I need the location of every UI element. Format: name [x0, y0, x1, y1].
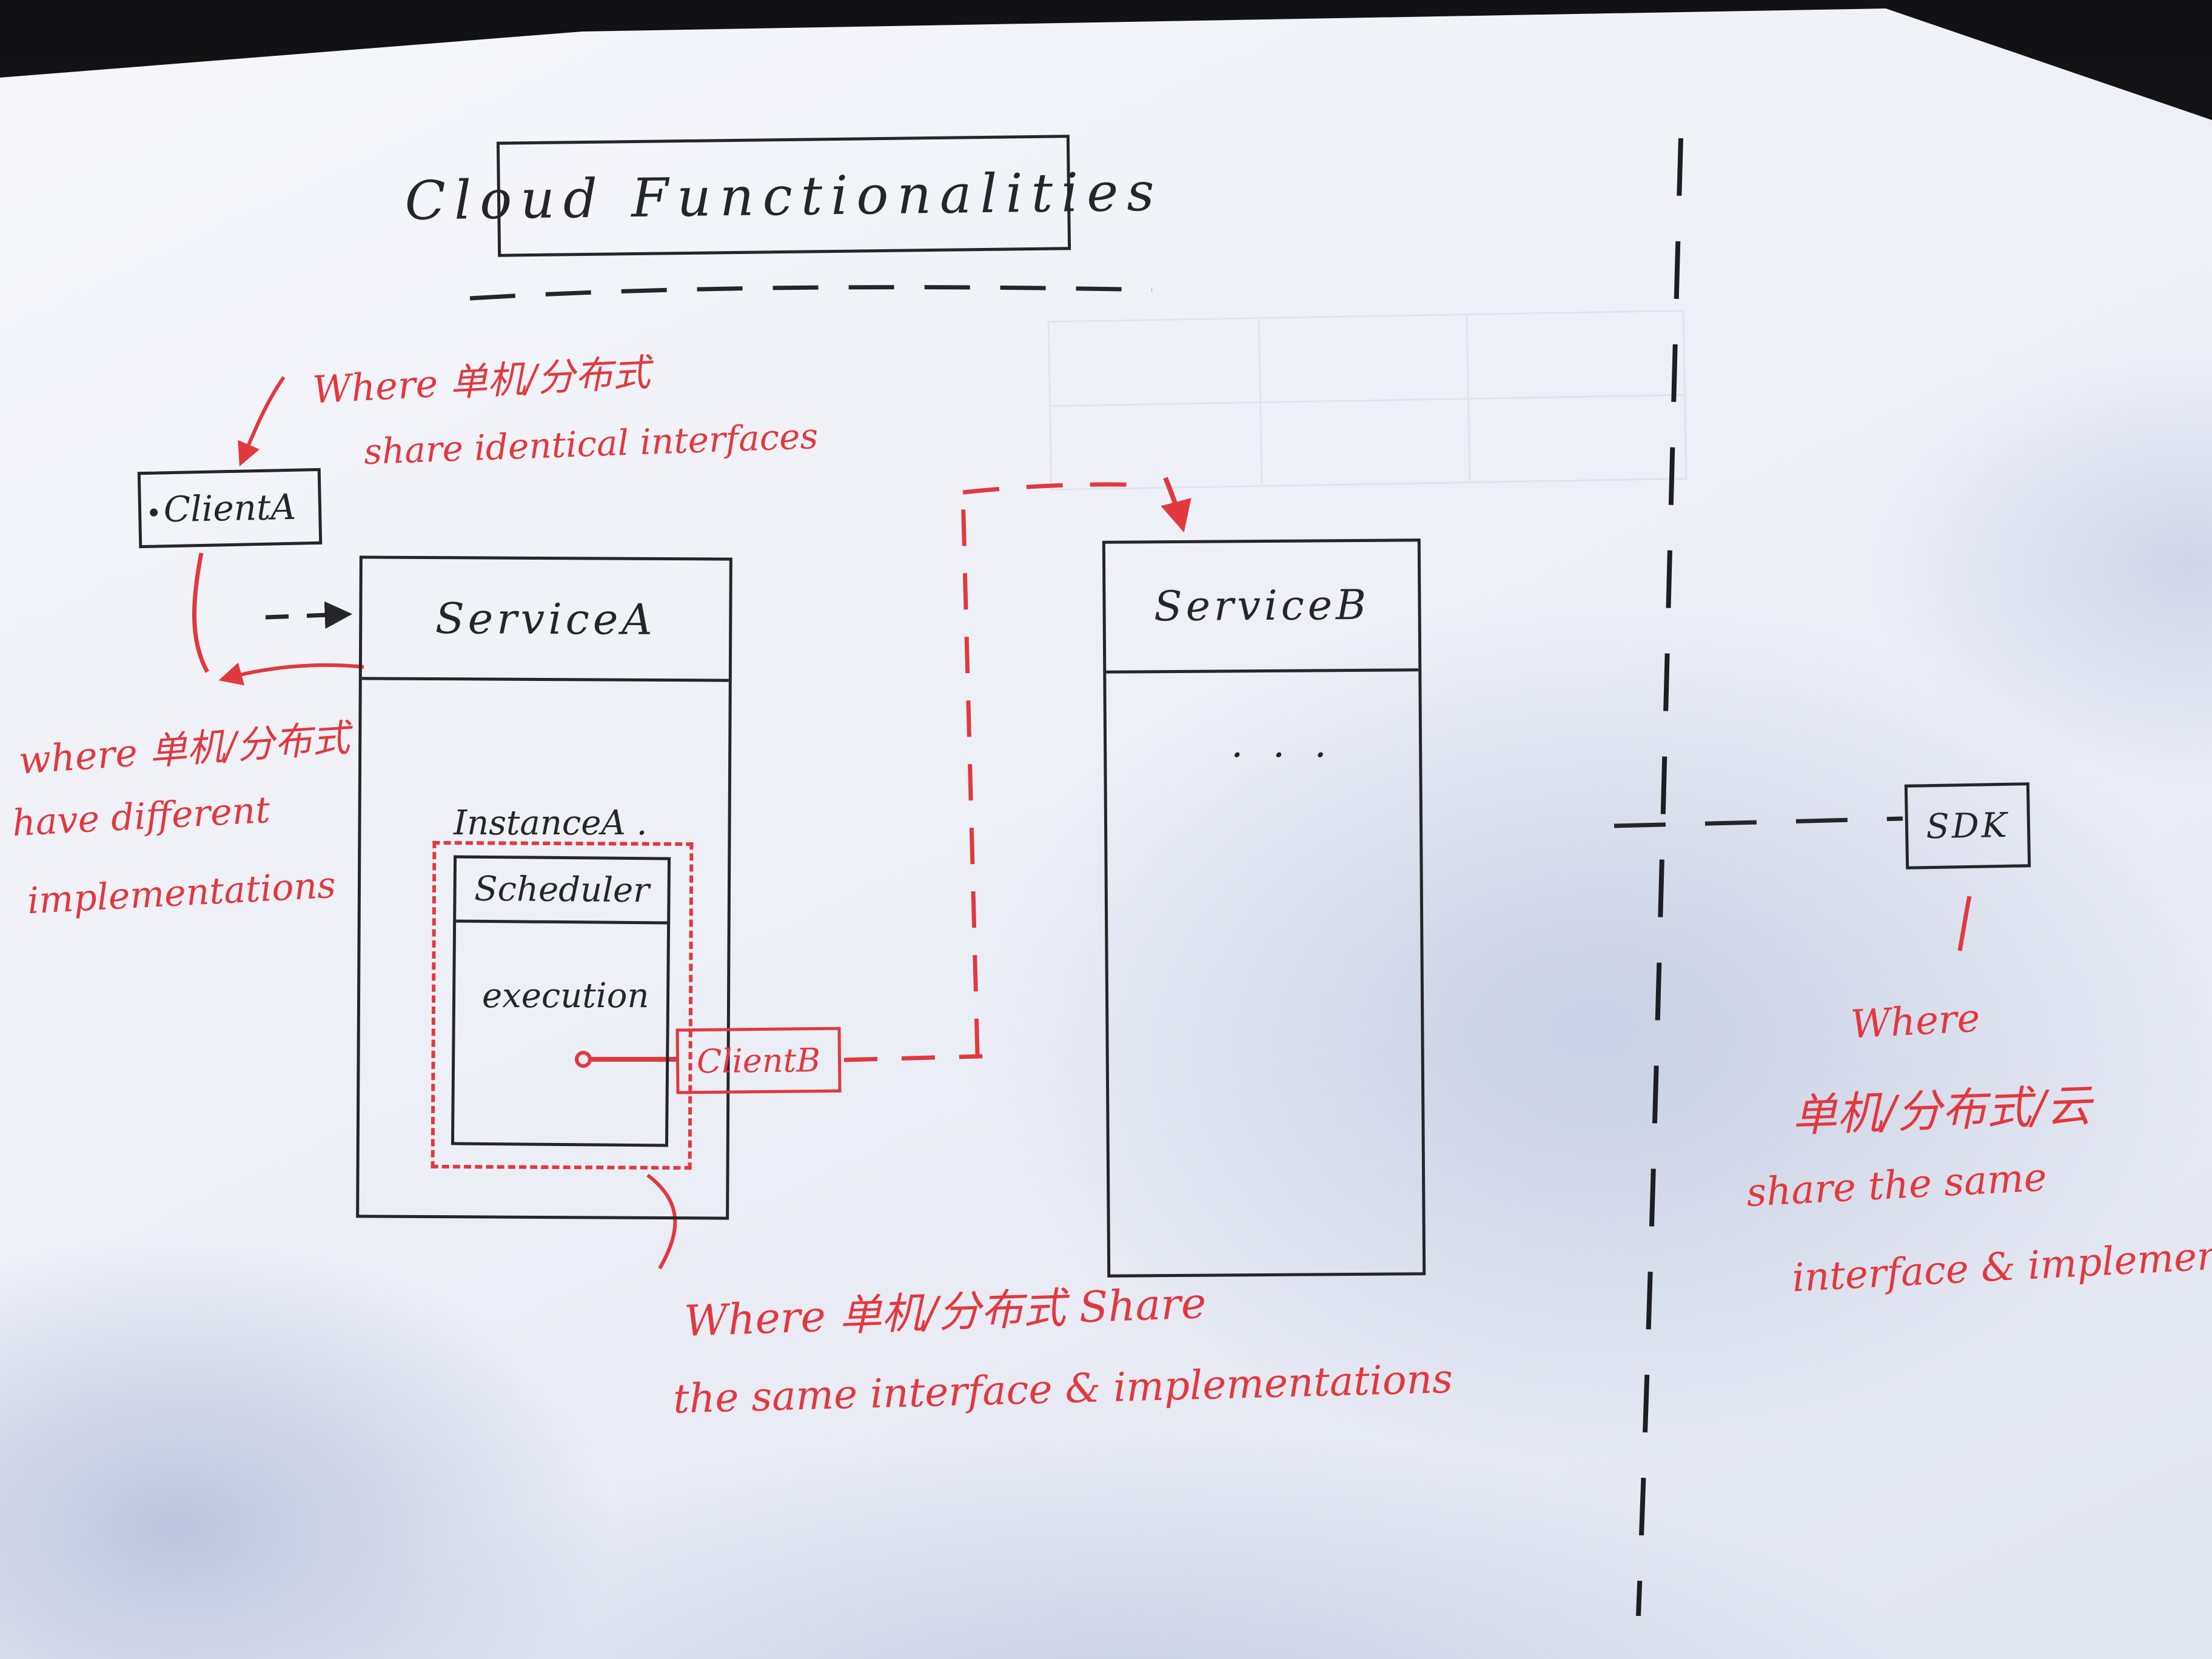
service-b-box: ServiceB — [1102, 538, 1426, 1278]
red-arrow-into-serviceb — [1161, 477, 1191, 533]
service-a-header: ServiceA — [361, 558, 729, 682]
annotation-right-line2: 单机/分布式/云 — [1791, 1079, 2093, 1142]
red-arrow-servicea-to-junction — [218, 662, 364, 686]
title-dashed-underline — [469, 285, 1153, 301]
sdk-box: SDK — [1904, 782, 2031, 870]
dashed-line-to-sdk — [1614, 816, 1903, 828]
red-arrow-annotation-to-clienta — [238, 376, 286, 467]
client-b-label: ClientB — [696, 1041, 821, 1081]
scheduler-header: Scheduler — [456, 858, 668, 925]
client-b-box: ClientB — [675, 1027, 842, 1094]
execution-label: execution — [482, 976, 649, 1016]
diagram-title: Cloud Functionalities — [404, 159, 1163, 232]
sdk-label: SDK — [1925, 805, 2010, 846]
service-b-label: ServiceB — [1153, 581, 1370, 631]
red-line-clienta-down — [192, 552, 210, 673]
red-tick-below-sdk — [1957, 896, 1972, 951]
scheduler-label: Scheduler — [474, 869, 650, 911]
client-a-box: ClientA — [137, 468, 323, 549]
service-a-label: ServiceA — [435, 593, 657, 645]
dashed-arrow-clienta-to-servicea — [265, 601, 353, 629]
instance-a-label: InstanceA . — [454, 803, 648, 843]
red-dashed-horizontal-top — [962, 482, 1148, 495]
service-b-header: ServiceB — [1105, 541, 1419, 674]
pen-dot — [149, 508, 158, 517]
service-b-ellipsis: . . . — [1231, 722, 1335, 766]
red-curve-instancea-to-annotation — [646, 1173, 677, 1270]
annotation-right-line1: Where — [1849, 996, 1982, 1048]
vertical-dashed-divider — [1636, 138, 1683, 1617]
client-a-label: ClientA — [163, 486, 297, 531]
red-dashed-vertical-up — [960, 492, 980, 1056]
red-dashed-clientb-right — [843, 1054, 983, 1062]
title-box: Cloud Functionalities — [404, 135, 1163, 257]
